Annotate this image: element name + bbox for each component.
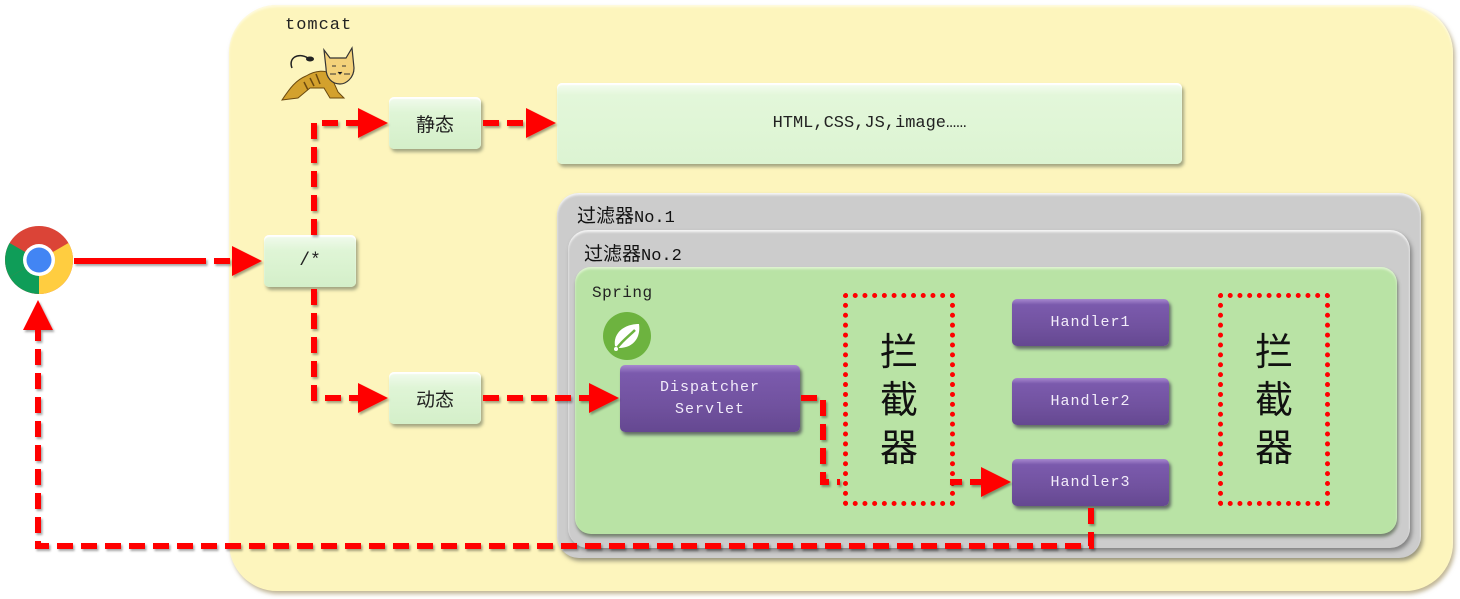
tomcat-label: tomcat: [285, 16, 353, 35]
interceptor2-char1: 拦: [1254, 329, 1293, 374]
dynamic-node: 动态: [389, 372, 481, 424]
static-node: 静态: [389, 97, 481, 149]
handler1-label: Handler1: [1050, 313, 1131, 331]
filter-no2-label-num: No.2: [641, 247, 682, 266]
filter-no1-label: 过滤器No.1: [577, 201, 675, 228]
interceptor1-char3: 器: [879, 425, 918, 470]
interceptor2-char3: 器: [1254, 425, 1293, 470]
interceptor1-char1: 拦: [879, 329, 918, 374]
static-node-label: 静态: [415, 113, 454, 136]
dispatcher-line2: Servlet: [674, 400, 745, 418]
static-resources-box: HTML,CSS,JS,image……: [557, 83, 1182, 164]
static-resources-label: HTML,CSS,JS,image……: [772, 114, 967, 133]
filter-no1-label-num: No.1: [634, 209, 675, 228]
url-pattern-node: /*: [264, 235, 356, 287]
filter-no2-label: 过滤器No.2: [584, 239, 682, 266]
handler1-node: Handler1: [1012, 299, 1169, 346]
interceptor-box-1: 拦 截 器: [843, 293, 955, 506]
interceptor1-char2: 截: [879, 377, 918, 422]
interceptor-box-2: 拦 截 器: [1218, 293, 1330, 506]
dispatcher-line1: Dispatcher: [659, 378, 760, 396]
handler2-label: Handler2: [1050, 392, 1131, 410]
spring-label: Spring: [592, 284, 653, 302]
interceptor2-char2: 截: [1254, 377, 1293, 422]
tomcat-cat-icon: [280, 46, 355, 101]
filter-no1-label-cn: 过滤器: [577, 205, 635, 227]
dynamic-node-label: 动态: [415, 388, 454, 411]
filter-no2-label-cn: 过滤器: [584, 243, 642, 265]
spring-leaf-icon: [603, 312, 651, 360]
chrome-browser-icon: [5, 226, 73, 294]
handler2-node: Handler2: [1012, 378, 1169, 425]
handler3-node: Handler3: [1012, 459, 1169, 506]
handler3-label: Handler3: [1050, 473, 1131, 491]
dispatcher-servlet-node: Dispatcher Servlet: [620, 365, 800, 432]
url-pattern-label: /*: [299, 251, 321, 271]
